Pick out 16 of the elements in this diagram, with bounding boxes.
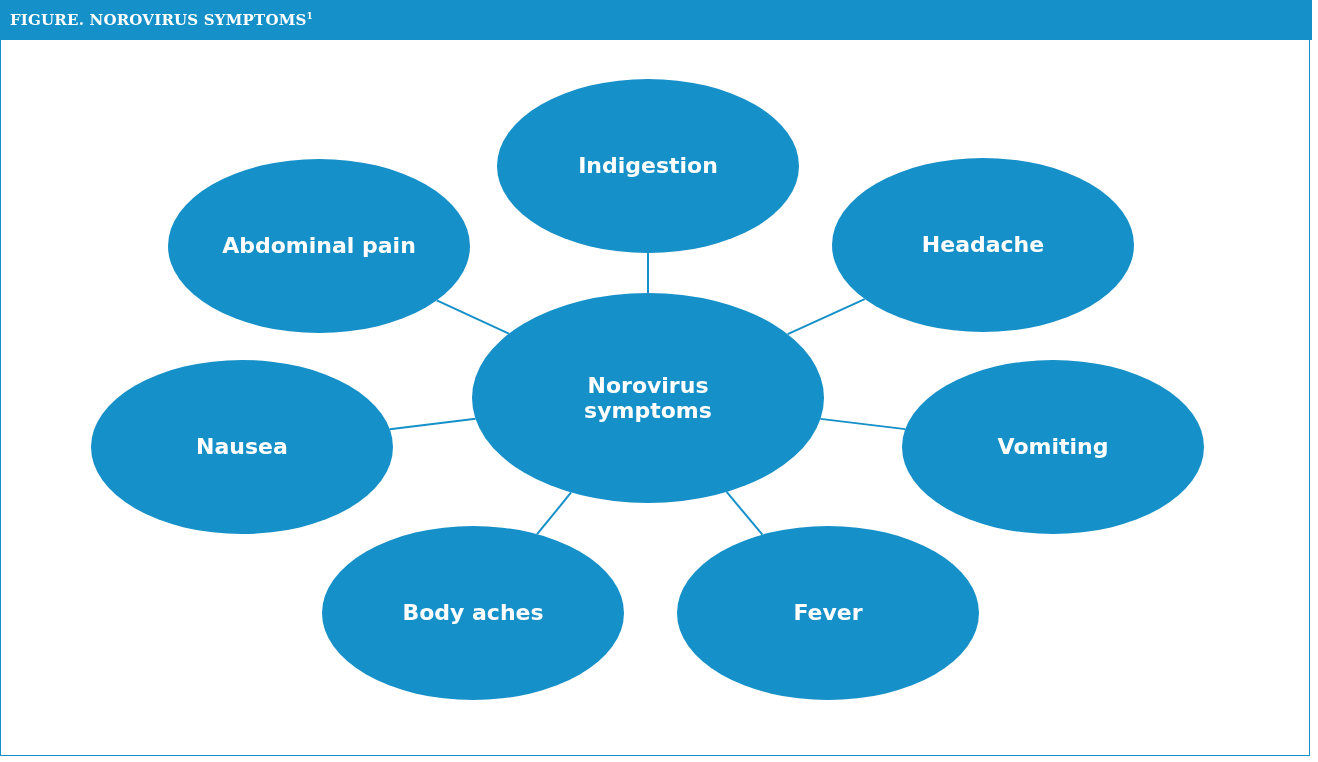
figure-title: FIGURE. NOROVIRUS SYMPTOMS$^{1}$ (10, 11, 313, 29)
node-label: Fever (793, 600, 863, 626)
node-label: Nausea (196, 434, 288, 460)
connector-line (435, 299, 510, 335)
node-label: Indigestion (578, 153, 718, 179)
connector-line (536, 491, 573, 536)
node-label: Abdominal pain (222, 233, 416, 259)
connector-line (647, 252, 649, 294)
connector-line (725, 490, 764, 536)
node-label: Body aches (402, 600, 544, 626)
node-label: Norovirus symptoms (583, 372, 713, 424)
connector-line (819, 417, 907, 431)
connector-line (786, 298, 866, 336)
node-label: Vomiting (997, 434, 1109, 460)
node-label: Headache (921, 232, 1045, 258)
connector-line (388, 417, 477, 431)
